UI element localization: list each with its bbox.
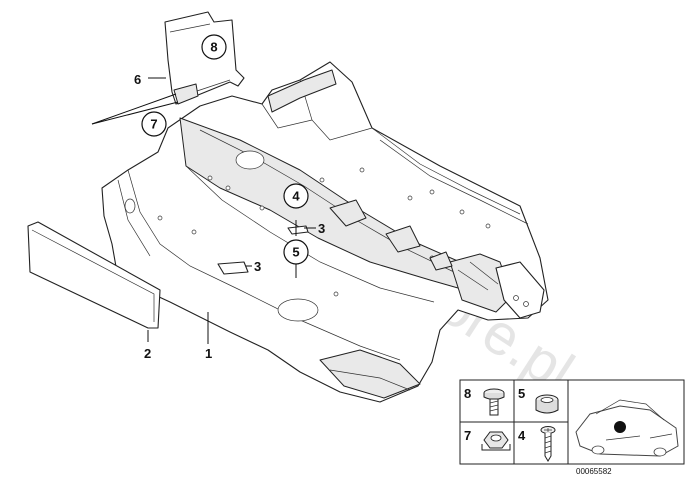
insulation-pad-part-2[interactable] (27, 221, 161, 329)
car-location-icon (575, 399, 679, 457)
screw-icon (483, 388, 505, 416)
legend-number-7: 7 (464, 428, 471, 443)
legend-number-8: 8 (464, 386, 471, 401)
leader-lines (91, 77, 316, 344)
svg-text:7: 7 (150, 117, 157, 132)
callout-8: 8 (201, 34, 227, 60)
nut-icon (481, 431, 511, 451)
legend-number-4: 4 (518, 428, 526, 443)
svg-text:8: 8 (210, 40, 217, 55)
svg-text:5: 5 (292, 245, 299, 260)
reference-number: 00065582 (576, 467, 612, 476)
heat-shield-part-6[interactable] (164, 11, 245, 105)
callout-7: 7 (141, 111, 167, 137)
callout-5: 5 (283, 239, 309, 265)
fastener-legend: 8 5 7 4 (459, 379, 685, 465)
callout-4: 4 (283, 183, 309, 209)
callout-1: 1 (205, 346, 212, 361)
phillips-screw-icon (540, 426, 556, 462)
svg-text:4: 4 (292, 189, 300, 204)
legend-number-5: 5 (518, 386, 525, 401)
callout-3-upper: 3 (318, 221, 325, 236)
callout-3-lower: 3 (254, 259, 261, 274)
floor-panel-part-1[interactable] (101, 61, 549, 403)
bushing-icon (535, 394, 559, 414)
callout-6: 6 (134, 72, 141, 87)
callout-2: 2 (144, 346, 151, 361)
